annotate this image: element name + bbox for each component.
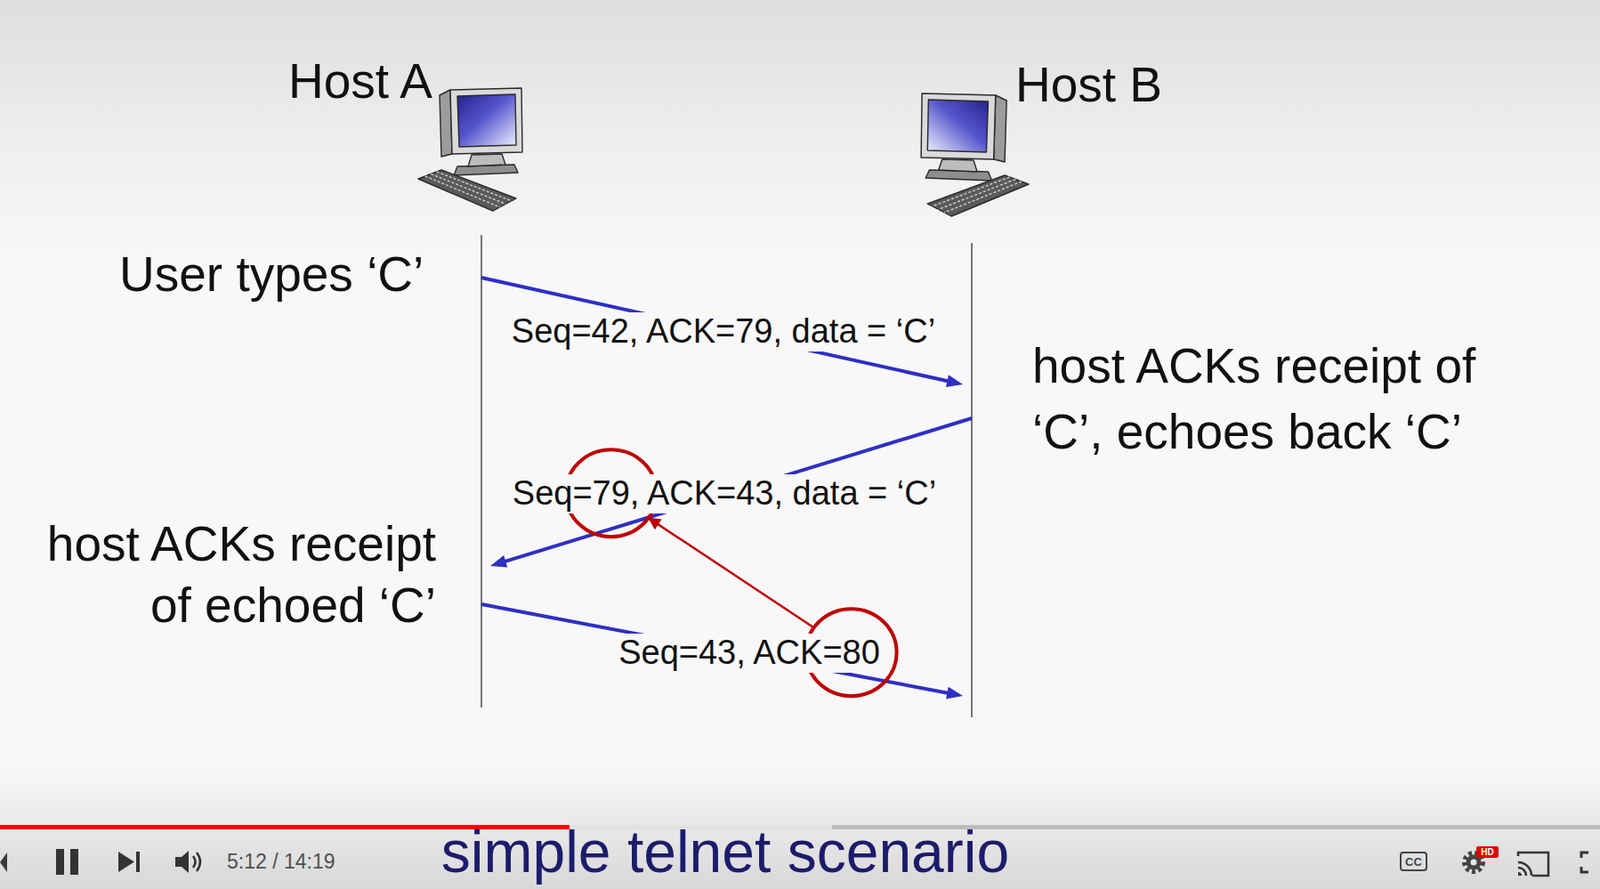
- annotation-note: User types ‘C’: [119, 243, 424, 306]
- cast-icon: [1518, 862, 1532, 876]
- monitor-screen: [457, 94, 517, 147]
- message-line: [481, 214, 972, 385]
- annotation-note: host ACKs receipt of echoed ‘C’: [17, 513, 437, 637]
- host-computer: Host A: [416, 86, 526, 215]
- monitor-base: [925, 169, 992, 181]
- host-name: Host B: [1015, 60, 1163, 110]
- captions-button: [1400, 852, 1427, 871]
- computer-icon: [918, 91, 1031, 220]
- monitor-base: [453, 164, 518, 176]
- monitor-bezel: [921, 93, 996, 160]
- message-arrow: [481, 214, 972, 700]
- fullscreen-icon: [1581, 852, 1589, 873]
- message-arrow: [481, 214, 972, 388]
- message-line: [481, 214, 972, 696]
- annotation-note: host ACKs receipt of ‘C’, echoes back ‘C…: [1032, 332, 1531, 466]
- message-label: Seq=43, ACK=80: [615, 633, 883, 673]
- settings-gear: [1470, 859, 1478, 866]
- annotation-arrow: [648, 517, 814, 628]
- next-icon: [118, 851, 135, 873]
- arrowhead: [945, 686, 963, 700]
- pause-icon: [70, 848, 79, 875]
- volume-icon: [193, 852, 201, 872]
- keyboard-keys: [937, 179, 1016, 211]
- monitor-bezel: [450, 88, 523, 154]
- next-icon: [136, 851, 140, 873]
- keyboard-keys: [436, 171, 512, 202]
- keyboard: [418, 169, 517, 211]
- captions-button-text: CC: [1405, 856, 1423, 868]
- lifeline: [970, 242, 973, 718]
- previous-icon: [0, 852, 8, 873]
- keyboard: [927, 175, 1029, 217]
- keyboard-keys: [430, 174, 506, 205]
- slide-title: simple telnet scenario: [441, 822, 1010, 881]
- monitor-screen: [927, 99, 988, 153]
- cast-icon: [1518, 872, 1522, 876]
- volume-icon: [175, 850, 189, 873]
- pause-icon: [56, 848, 65, 875]
- message-label: Seq=42, ACK=79, data = ‘C’: [509, 312, 938, 352]
- message-line: [481, 214, 972, 566]
- video-timestamp: 5:12 / 14:19: [226, 851, 336, 873]
- message-label: Seq=79, ACK=43, data = ‘C’: [509, 474, 939, 514]
- computer-icon: [416, 86, 526, 215]
- host-computer: Host B: [918, 91, 1031, 220]
- arrowhead: [945, 374, 963, 388]
- keyboard-keys: [932, 177, 1011, 207]
- message-arrow: [481, 214, 972, 567]
- monitor-stand: [468, 153, 506, 167]
- lifeline: [480, 234, 483, 708]
- monitor-stand: [938, 159, 978, 172]
- hd-badge: [1476, 846, 1499, 858]
- cast-icon: [1518, 852, 1549, 876]
- hd-badge-text: HD: [1480, 848, 1494, 857]
- host-name: Host A: [288, 56, 433, 106]
- arrowhead: [490, 555, 508, 567]
